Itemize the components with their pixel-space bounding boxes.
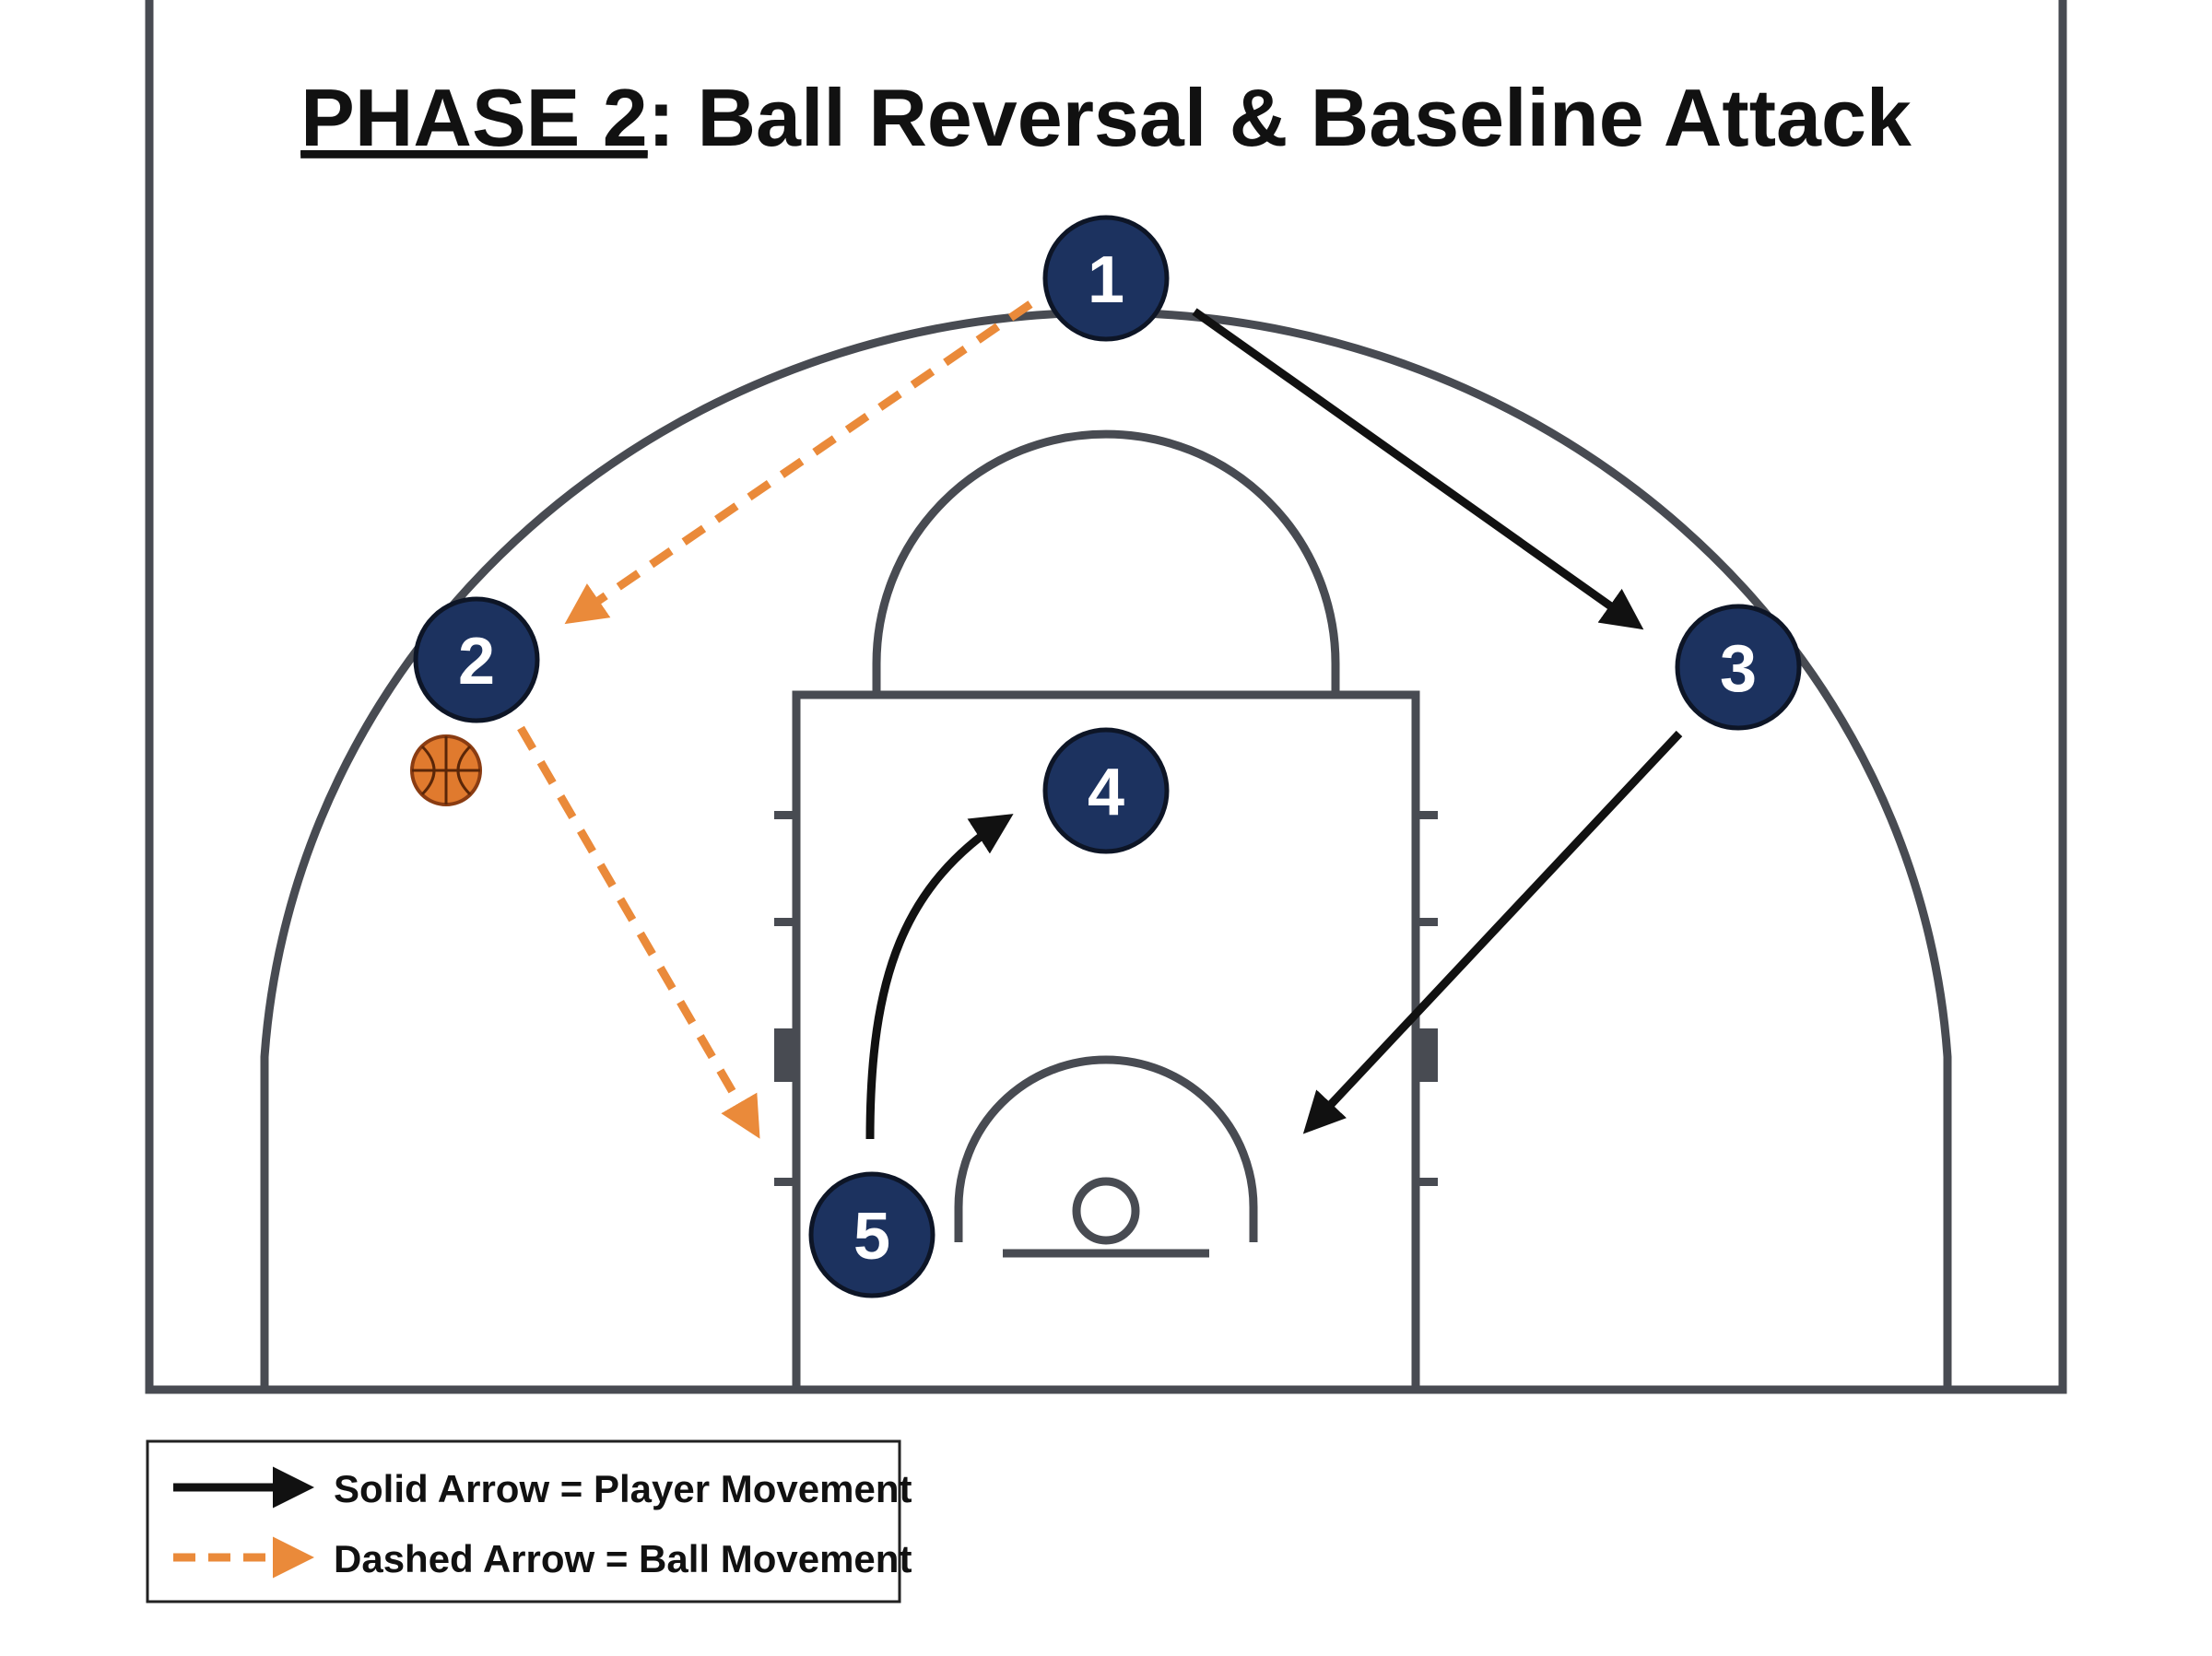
restricted-area: [954, 1055, 1258, 1242]
title-text: PHASE 2: Ball Reversal & Baseline Attack: [300, 72, 1912, 163]
player-2-label: 2: [458, 625, 495, 699]
title-description: : Ball Reversal & Baseline Attack: [648, 72, 1912, 163]
legend-solid-label: Solid Arrow = Player Movement: [334, 1467, 912, 1510]
cut-arrow-3-to-block: [1302, 730, 1683, 1134]
title-phase: PHASE 2: [300, 72, 648, 163]
players: 1 2 3 4 5: [413, 215, 1802, 1298]
lane-marks: [774, 811, 1438, 1186]
player-4-label: 4: [1088, 756, 1124, 829]
ball-movement-arrows: [517, 300, 1033, 1139]
player-3-label: 3: [1720, 632, 1757, 706]
player-1-label: 1: [1088, 243, 1124, 317]
legend-dashed-label: Dashed Arrow = Ball Movement: [334, 1537, 912, 1580]
player-1: 1: [1042, 215, 1170, 342]
cut-arrow-1-to-3: [1192, 308, 1644, 630]
basketball-icon: [410, 734, 482, 806]
diagram-title: PHASE 2: Ball Reversal & Baseline Attack: [300, 72, 1912, 163]
legend: Solid Arrow = Player Movement Dashed Arr…: [146, 1439, 912, 1603]
player-movement-arrows: [865, 308, 1683, 1140]
court: [145, 0, 2067, 1394]
hoop: [1072, 1177, 1140, 1245]
flash-arrow-5-to-4: [865, 814, 1014, 1140]
pass-arrow-2-to-5: [517, 725, 760, 1139]
player-5: 5: [808, 1171, 935, 1298]
player-4: 4: [1042, 727, 1170, 854]
pass-arrow-1-to-2: [564, 300, 1033, 625]
player-2: 2: [413, 596, 540, 723]
free-throw-circle: [872, 429, 1340, 695]
player-5-label: 5: [853, 1200, 890, 1274]
player-3: 3: [1675, 604, 1802, 731]
